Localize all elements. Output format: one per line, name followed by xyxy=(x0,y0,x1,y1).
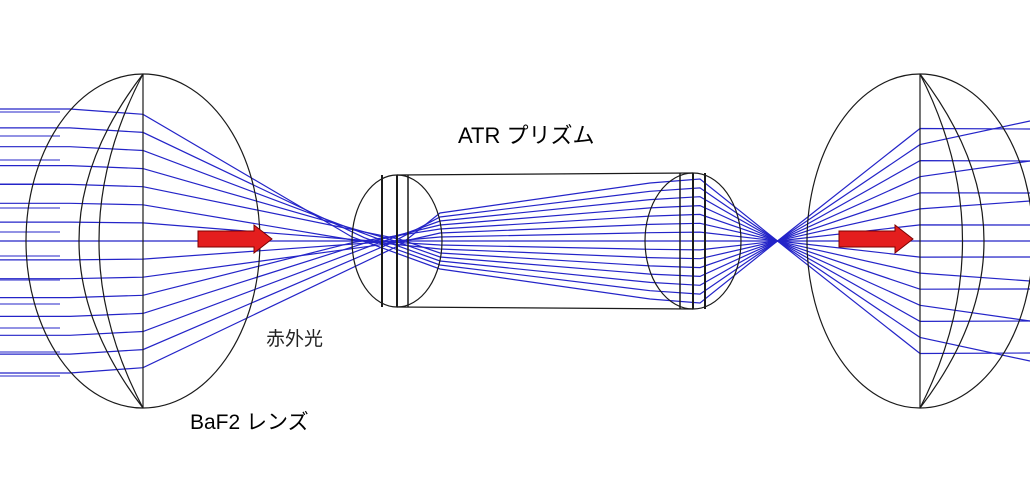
ray-path xyxy=(0,120,1030,295)
right-lens-inner-surface xyxy=(919,73,964,409)
ray-path xyxy=(0,146,1030,286)
baf2-lens-label: BaF2 レンズ xyxy=(190,411,309,434)
infrared-light-label: 赤外光 xyxy=(266,329,324,350)
ray-path xyxy=(0,187,1030,362)
output-beam-arrow xyxy=(838,223,914,255)
prism-top-edge xyxy=(396,172,694,176)
input-beam-arrow xyxy=(197,223,273,255)
infrared-rays xyxy=(0,108,1030,377)
ray-path xyxy=(0,108,1030,304)
prism-bottom-edge xyxy=(396,306,694,310)
ray-path xyxy=(0,178,1030,374)
ray-path xyxy=(0,196,1030,336)
ray-path xyxy=(0,222,1030,282)
right-lens-front-surface xyxy=(919,73,985,409)
ray-path xyxy=(0,200,1030,260)
ray-path xyxy=(0,231,1030,261)
ray-path xyxy=(0,183,1030,269)
atr-prism-label: ATR プリズム xyxy=(458,123,595,148)
ray-path xyxy=(0,213,1030,299)
ray-path xyxy=(0,204,1030,322)
right-baf2-lens xyxy=(806,73,1030,409)
left-lens-inner-surface xyxy=(98,73,144,409)
atr-prism xyxy=(351,172,742,310)
left-lens-back-surface xyxy=(78,73,144,409)
ray-path xyxy=(0,160,1030,278)
